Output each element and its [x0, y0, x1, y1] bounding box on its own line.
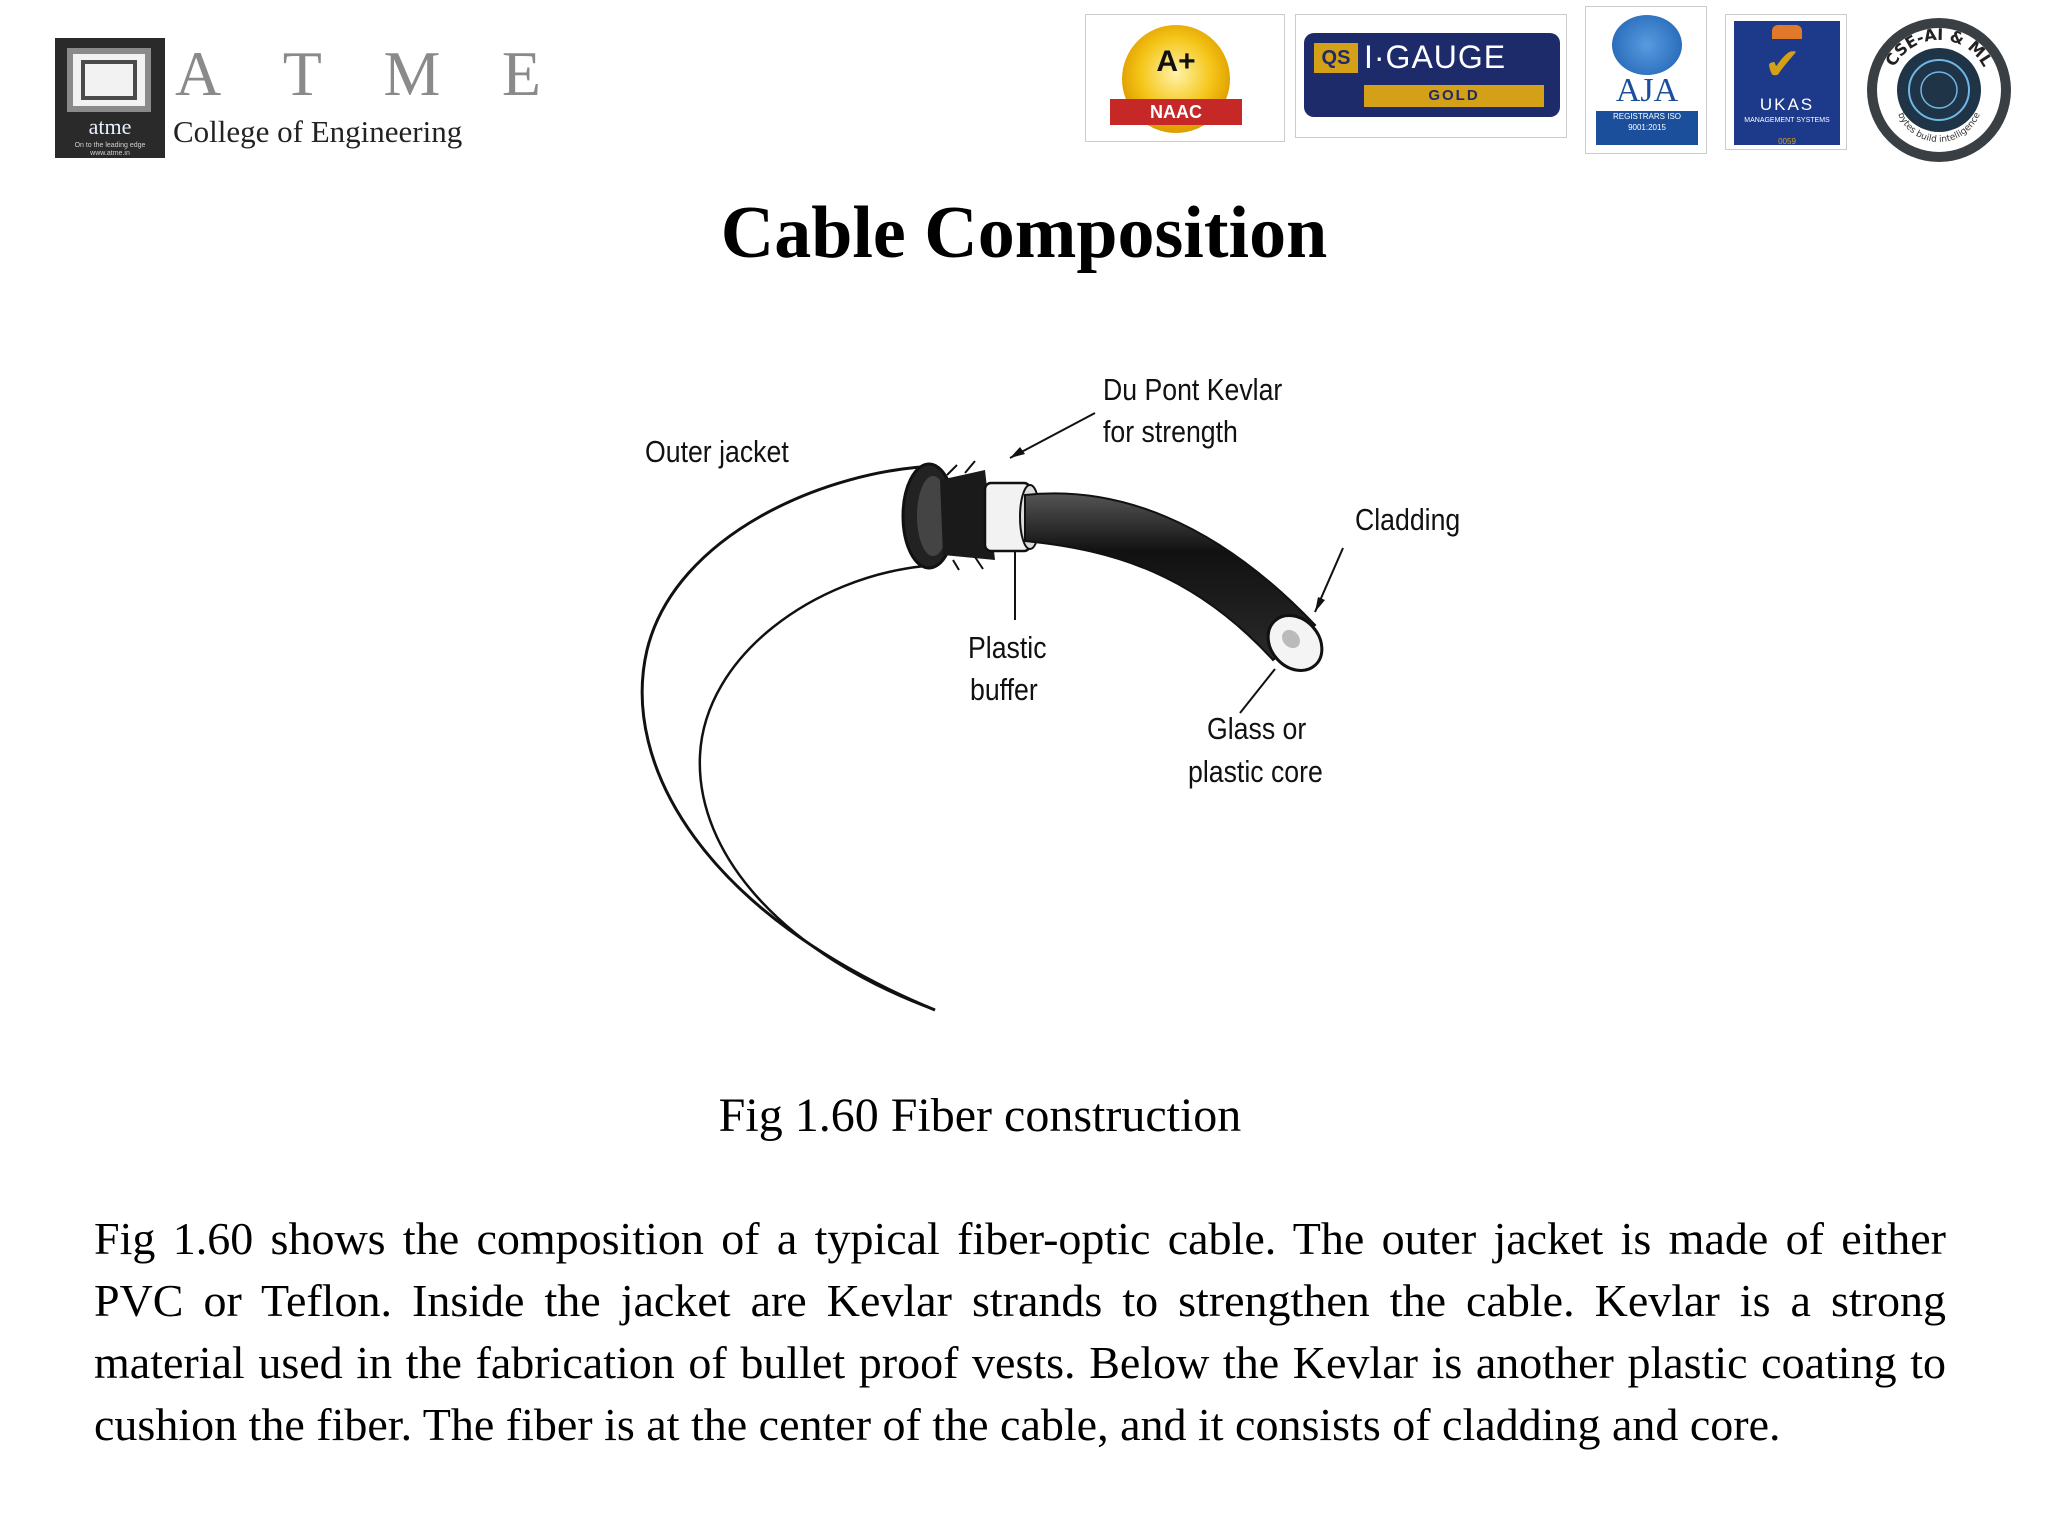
label-buffer-line2: buffer — [970, 672, 1038, 707]
cladding-arrowhead — [1315, 597, 1325, 612]
institution-letter: E — [501, 38, 543, 109]
naac-label: NAAC — [1110, 99, 1242, 125]
glass-core — [1282, 629, 1300, 649]
outer-jacket-outer-edge — [640, 464, 938, 1012]
fiber-cable-figure: Du Pont Kevlar for strength Outer jacket… — [555, 355, 1475, 1020]
igauge-qs-mark: QS — [1314, 43, 1358, 73]
label-cladding: Cladding — [1355, 502, 1461, 537]
institution-letter: T — [282, 38, 324, 109]
kevlar-arrowhead — [1010, 447, 1025, 458]
naac-badge: A+ NAAC — [1085, 14, 1285, 142]
atme-emblem: atme On to the leading edge www.atme.in — [55, 38, 165, 158]
igauge-badge: QS I·GAUGE GOLD — [1295, 14, 1567, 138]
checkmark-icon: ✔ — [1764, 39, 1801, 90]
crown-icon — [1772, 25, 1802, 39]
aja-name: AJA — [1615, 72, 1679, 109]
igauge-level: GOLD — [1364, 85, 1544, 107]
figure-caption: Fig 1.60 Fiber construction — [718, 1089, 1242, 1142]
igauge-name: I·GAUGE — [1364, 39, 1507, 75]
institution-letter: A — [175, 38, 224, 109]
label-outer-jacket: Outer jacket — [645, 434, 789, 469]
ukas-name: UKAS — [1759, 95, 1815, 114]
atme-emblem-tagline: On to the leading edge www.atme.in — [74, 142, 146, 157]
ukas-badge: ✔ UKAS MANAGEMENT SYSTEMS 0059 — [1725, 14, 1847, 150]
ukas-subtitle: MANAGEMENT SYSTEMS — [1744, 117, 1830, 124]
institution-letter: M — [383, 38, 443, 109]
aja-band: REGISTRARS ISO 9001:2015 — [1596, 111, 1698, 145]
institution-logo: atme On to the leading edge www.atme.in … — [55, 38, 543, 160]
institution-name: A T M E — [175, 38, 543, 110]
igauge-panel: QS I·GAUGE GOLD — [1304, 33, 1560, 117]
fiber-cable-illustration — [640, 412, 1344, 1012]
cse-aiml-seal-icon: CSE-AI & ML bytes build intelligence — [1867, 18, 2011, 162]
globe-icon — [1612, 15, 1682, 75]
cse-aiml-logo: CSE-AI & ML bytes build intelligence — [1865, 16, 2013, 164]
outer-jacket-inner-edge — [698, 564, 936, 1012]
ukas-number: 0059 — [1778, 137, 1796, 146]
kevlar-leader-line — [1009, 412, 1096, 459]
kevlar-strands — [940, 470, 995, 560]
atme-emblem-text: atme — [88, 114, 132, 139]
kevlar-fibers — [946, 460, 984, 571]
naac-grade: A+ — [1156, 45, 1196, 78]
core-leader-line — [1239, 668, 1276, 714]
body-paragraph: Fig 1.60 shows the composition of a typi… — [94, 1213, 1946, 1450]
label-core-line2: plastic core — [1188, 754, 1323, 789]
label-kevlar-line2: for strength — [1103, 414, 1238, 449]
atme-emblem-frame — [67, 48, 151, 112]
label-core-line1: Glass or — [1207, 711, 1307, 746]
institution-subtitle: College of Engineering — [173, 114, 463, 149]
aja-badge: AJA REGISTRARS ISO 9001:2015 — [1585, 6, 1707, 154]
slide-title: Cable Composition — [720, 192, 1328, 274]
ukas-panel: ✔ UKAS MANAGEMENT SYSTEMS 0059 — [1734, 21, 1840, 146]
label-buffer-line1: Plastic — [968, 630, 1047, 665]
label-kevlar-line1: Du Pont Kevlar — [1103, 372, 1283, 407]
